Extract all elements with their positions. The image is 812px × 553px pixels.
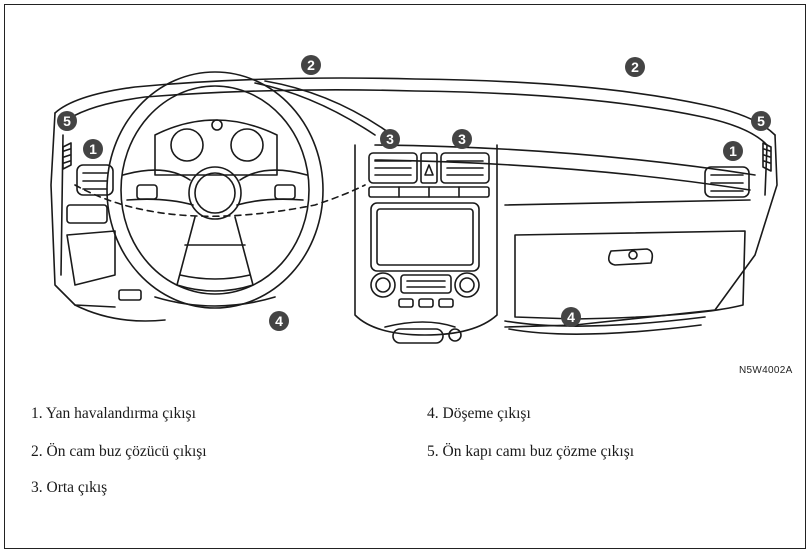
display-screen — [370, 202, 480, 272]
center-vent-left — [368, 152, 418, 184]
dashboard-top-edge — [54, 77, 776, 136]
svg-text:5: 5 — [63, 113, 71, 129]
figure-frame: 2 2 5 1 3 3 1 5 — [4, 4, 806, 549]
svg-text:4: 4 — [275, 313, 283, 329]
right-side-vent — [704, 166, 750, 198]
floor-outlet-left — [154, 296, 276, 307]
svg-text:2: 2 — [631, 59, 639, 75]
callout-5-left: 5 — [57, 111, 77, 131]
callout-1-right: 1 — [723, 141, 743, 161]
instrument-cluster — [154, 119, 278, 176]
center-vent-right — [440, 152, 490, 184]
legend-item-2: 2. Ön cam buz çözücü çıkışı — [31, 443, 207, 460]
right-door-defrost — [762, 142, 772, 172]
part-code-label: N5W4002A — [739, 365, 793, 376]
callout-2-left: 2 — [301, 55, 321, 75]
callout-3-left: 3 — [380, 129, 400, 149]
legend-item-1: 1. Yan havalandırma çıkışı — [31, 405, 196, 422]
callout-5-right: 5 — [751, 111, 771, 131]
steering-wheel-rim — [106, 71, 324, 309]
legend-item-4: 4. Döşeme çıkışı — [427, 405, 531, 422]
svg-text:1: 1 — [729, 143, 737, 159]
svg-text:3: 3 — [458, 131, 466, 147]
svg-text:2: 2 — [307, 57, 315, 73]
svg-text:5: 5 — [757, 113, 765, 129]
steering-hub — [188, 166, 242, 220]
svg-text:4: 4 — [567, 309, 575, 325]
callout-1-left: 1 — [83, 139, 103, 159]
svg-text:3: 3 — [386, 131, 394, 147]
glove-box — [514, 230, 746, 320]
dashboard-illustration: 2 2 5 1 3 3 1 5 — [50, 55, 778, 344]
callout-4-left: 4 — [269, 311, 289, 331]
svg-text:1: 1 — [89, 141, 97, 157]
left-door-defrost — [62, 142, 72, 170]
floor-outlet-right — [504, 316, 706, 327]
legend-item-5: 5. Ön kapı camı buz çözme çıkışı — [427, 443, 635, 460]
callout-4-right: 4 — [561, 307, 581, 327]
center-stack — [354, 144, 498, 336]
callout-2-right: 2 — [625, 57, 645, 77]
legend-item-3: 3. Orta çıkış — [31, 479, 108, 496]
callout-3-right: 3 — [452, 129, 472, 149]
